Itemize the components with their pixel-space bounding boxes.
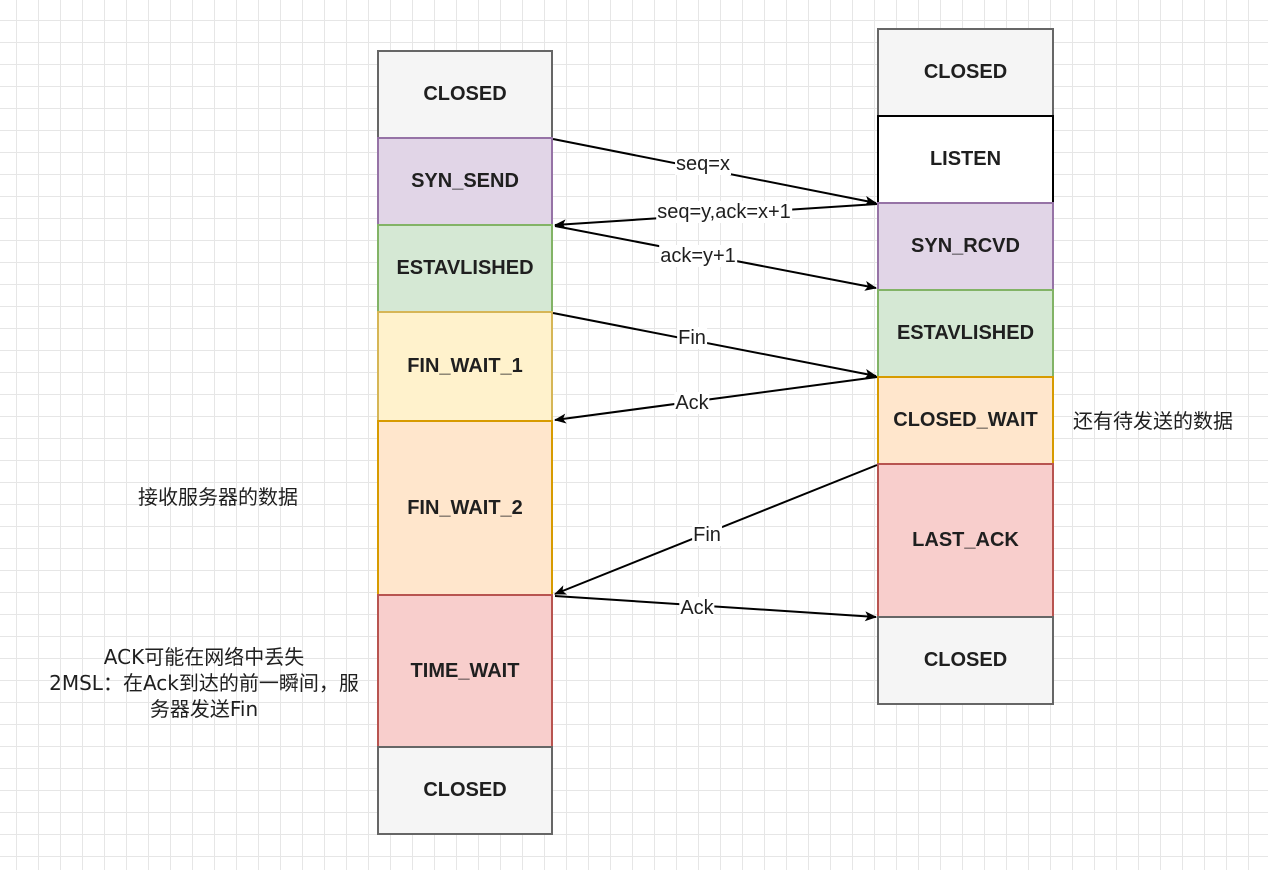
client-state-closed: CLOSED <box>377 50 553 139</box>
client-state-fin-wait-2: FIN_WAIT_2 <box>377 420 553 596</box>
note-time-wait-line-3: 务器发送Fin <box>149 697 259 721</box>
server-state-last-ack: LAST_ACK <box>877 463 1054 618</box>
client-state-established: ESTAVLISHED <box>377 224 553 313</box>
message-label-ack-server: Ack <box>674 392 710 414</box>
server-state-listen: LISTEN <box>877 115 1054 204</box>
note-server-pending-data: 还有待发送的数据 <box>1073 409 1233 433</box>
server-state-syn-rcvd: SYN_RCVD <box>877 202 1054 291</box>
server-state-established: ESTAVLISHED <box>877 289 1054 378</box>
message-label-seq-y-ack: seq=y,ack=x+1 <box>656 201 792 223</box>
client-state-closed-final: CLOSED <box>377 746 553 835</box>
arrow-ack-client <box>554 595 877 622</box>
client-state-time-wait: TIME_WAIT <box>377 594 553 748</box>
message-label-ack-y1: ack=y+1 <box>659 245 737 267</box>
message-label-ack-client: Ack <box>679 597 715 619</box>
message-label-fin-client: Fin <box>677 327 707 349</box>
server-state-closed-final: CLOSED <box>877 616 1054 705</box>
note-time-wait-line-1: ACK可能在网络中丢失 <box>103 645 305 669</box>
server-state-closed-wait: CLOSED_WAIT <box>877 376 1054 465</box>
note-time-wait: ACK可能在网络中丢失 2MSL：在Ack到达的前一瞬间，服 务器发送Fin <box>49 644 359 722</box>
note-time-wait-line-2: 2MSL：在Ack到达的前一瞬间，服 <box>49 671 359 695</box>
arrow-fin-client <box>552 312 877 379</box>
arrow-ack-server <box>554 376 878 424</box>
note-receive-server-data: 接收服务器的数据 <box>138 485 298 509</box>
message-label-seq-x: seq=x <box>675 153 731 175</box>
message-label-fin-server: Fin <box>692 524 722 546</box>
